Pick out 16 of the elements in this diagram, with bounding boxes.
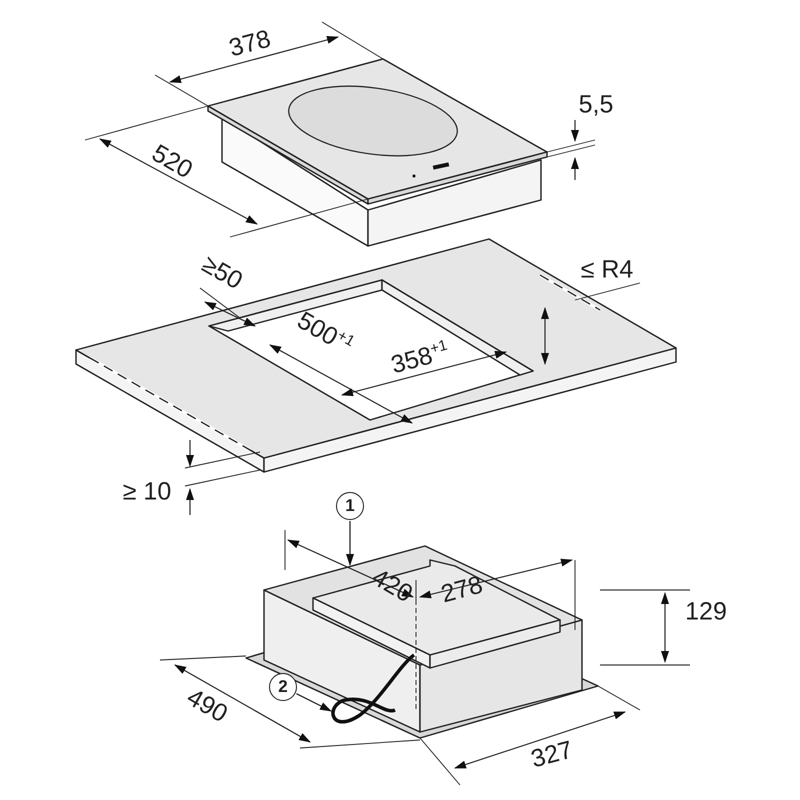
callout-number: 1	[336, 492, 364, 520]
dimension-label: ≤ R4	[580, 258, 634, 282]
callout-number: 2	[269, 673, 297, 701]
leader-line	[346, 521, 354, 566]
dimension-label: 129	[685, 600, 727, 624]
dimension-label: ≥50	[198, 252, 246, 294]
dimension-label: 327	[528, 738, 576, 772]
dimension-label: 278	[438, 572, 486, 608]
dimension-label: 378	[226, 26, 274, 62]
appliance-unit-drawing	[245, 545, 599, 739]
dimension-label: 520	[148, 140, 196, 184]
dimension-label: 5,5	[578, 92, 614, 118]
dimension-label: 358$^{+1}$	[388, 338, 450, 378]
leader-line	[296, 693, 332, 712]
dimension-label: 490	[182, 684, 232, 728]
dimension-label: ≥ 10	[122, 480, 172, 504]
